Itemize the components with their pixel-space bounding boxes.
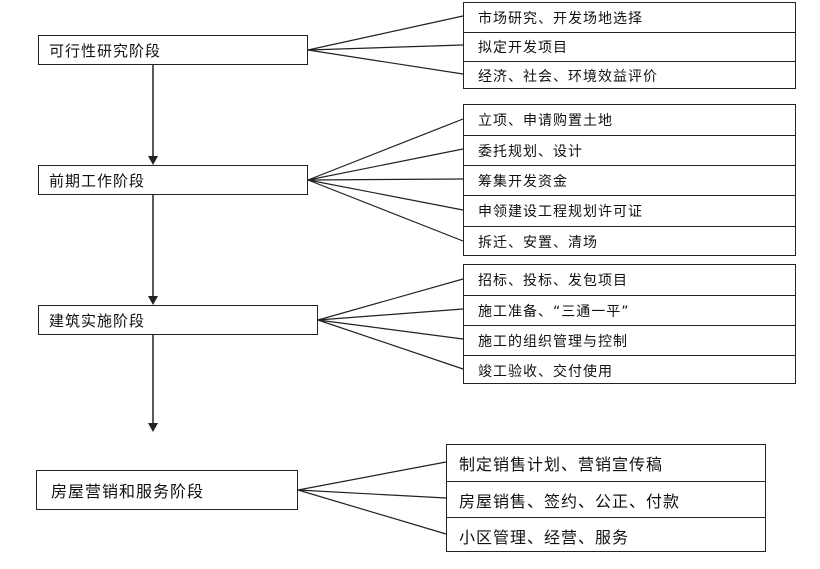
task-item: 竣工验收、交付使用 <box>464 355 795 385</box>
fan-preliminary-line-3 <box>307 178 464 181</box>
arrow-construction-to-marketing-head <box>148 423 158 432</box>
task-item: 经济、社会、环境效益评价 <box>464 61 795 90</box>
fan-marketing-line-2 <box>297 489 447 499</box>
task-group-feasibility: 市场研究、开发场地选择 拟定开发项目 经济、社会、环境效益评价 <box>463 2 796 89</box>
fan-feasibility-line-2 <box>307 44 464 51</box>
task-item: 拟定开发项目 <box>464 32 795 61</box>
arrow-feasibility-to-preliminary-head <box>148 156 158 165</box>
task-label: 市场研究、开发场地选择 <box>478 10 643 27</box>
task-group-preliminary: 立项、申请购置土地 委托规划、设计 筹集开发资金 申领建设工程规划许可证 拆迁、… <box>463 104 796 256</box>
task-item: 施工的组织管理与控制 <box>464 325 795 355</box>
stage-label: 前期工作阶段 <box>49 171 146 190</box>
task-label: 立项、申请购置土地 <box>478 113 613 129</box>
fan-preliminary-line-1 <box>307 118 464 181</box>
fan-construction-line-4 <box>317 319 464 370</box>
task-label: 竣工验收、交付使用 <box>478 363 613 380</box>
task-item: 申领建设工程规划许可证 <box>464 195 795 226</box>
task-label: 施工的组织管理与控制 <box>478 333 628 350</box>
task-label: 拟定开发项目 <box>478 40 568 56</box>
fan-preliminary-line-4 <box>307 179 464 211</box>
task-item: 施工准备、“三通一平” <box>464 295 795 325</box>
task-label: 筹集开发资金 <box>478 173 568 190</box>
task-label: 小区管理、经营、服务 <box>459 527 630 547</box>
stage-box-marketing: 房屋营销和服务阶段 <box>36 470 298 510</box>
task-label: 房屋销售、签约、公正、付款 <box>459 491 681 511</box>
task-label: 制定销售计划、营销宣传稿 <box>459 455 664 474</box>
arrow-preliminary-to-construction-head <box>148 296 158 305</box>
stage-box-construction: 建筑实施阶段 <box>38 305 318 335</box>
task-item: 市场研究、开发场地选择 <box>464 3 795 32</box>
fan-feasibility-line-1 <box>307 15 464 51</box>
stage-box-preliminary: 前期工作阶段 <box>38 165 308 195</box>
fan-marketing-line-1 <box>297 461 447 491</box>
task-group-marketing: 制定销售计划、营销宣传稿 房屋销售、签约、公正、付款 小区管理、经营、服务 <box>446 444 766 552</box>
task-label: 招标、投标、发包项目 <box>478 273 628 289</box>
fan-marketing-line-3 <box>297 489 447 535</box>
fan-construction-line-1 <box>317 278 464 321</box>
task-label: 施工准备、“三通一平” <box>478 303 630 320</box>
fan-construction-line-2 <box>317 308 464 321</box>
task-label: 经济、社会、环境效益评价 <box>478 69 658 85</box>
task-item: 制定销售计划、营销宣传稿 <box>447 445 765 481</box>
task-group-construction: 招标、投标、发包项目 施工准备、“三通一平” 施工的组织管理与控制 竣工验收、交… <box>463 264 796 384</box>
fan-feasibility-line-3 <box>307 49 464 75</box>
task-item: 房屋销售、签约、公正、付款 <box>447 481 765 517</box>
task-item: 立项、申请购置土地 <box>464 105 795 135</box>
stage-label: 建筑实施阶段 <box>49 311 146 330</box>
task-item: 小区管理、经营、服务 <box>447 517 765 553</box>
task-item: 委托规划、设计 <box>464 135 795 165</box>
fan-preliminary-line-5 <box>307 179 464 242</box>
fan-preliminary-line-2 <box>307 148 464 181</box>
stage-label: 房屋营销和服务阶段 <box>51 482 205 501</box>
task-label: 申领建设工程规划许可证 <box>478 204 643 220</box>
stage-label: 可行性研究阶段 <box>49 41 162 60</box>
stage-box-feasibility: 可行性研究阶段 <box>38 35 308 65</box>
task-item: 招标、投标、发包项目 <box>464 265 795 295</box>
task-item: 拆迁、安置、清场 <box>464 226 795 257</box>
task-label: 委托规划、设计 <box>478 143 583 160</box>
task-label: 拆迁、安置、清场 <box>478 235 598 251</box>
fan-construction-line-3 <box>317 319 464 340</box>
task-item: 筹集开发资金 <box>464 165 795 195</box>
